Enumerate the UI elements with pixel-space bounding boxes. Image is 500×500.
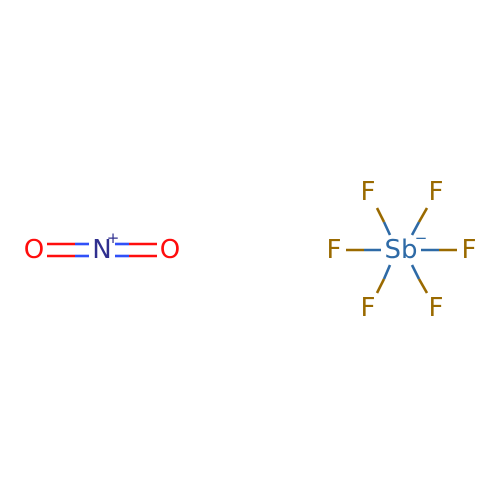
atom-f-top-right: F bbox=[429, 177, 444, 207]
atom-f-left: F bbox=[327, 235, 342, 265]
atom-o2: O bbox=[160, 235, 180, 265]
bond-sb-f-top-right bbox=[410, 207, 429, 236]
atom-o1: O bbox=[24, 235, 44, 265]
bond-sb-f-bottom-left bbox=[375, 264, 392, 294]
charge-sb: − bbox=[415, 229, 428, 247]
atom-f-bottom-right: F bbox=[429, 293, 444, 323]
atom-sb: Sb bbox=[384, 235, 417, 265]
atom-f-top-left: F bbox=[361, 177, 376, 207]
atom-n1: N bbox=[92, 235, 111, 265]
atom-f-right: F bbox=[462, 235, 477, 265]
atom-f-bottom-left: F bbox=[361, 293, 376, 323]
bond-sb-f-bottom-right bbox=[410, 264, 429, 294]
bond-sb-f-top-left bbox=[375, 207, 392, 236]
charge-n1: + bbox=[107, 229, 120, 247]
bond-n1-o2 bbox=[115, 242, 157, 258]
bond-o1-n1 bbox=[47, 242, 89, 258]
